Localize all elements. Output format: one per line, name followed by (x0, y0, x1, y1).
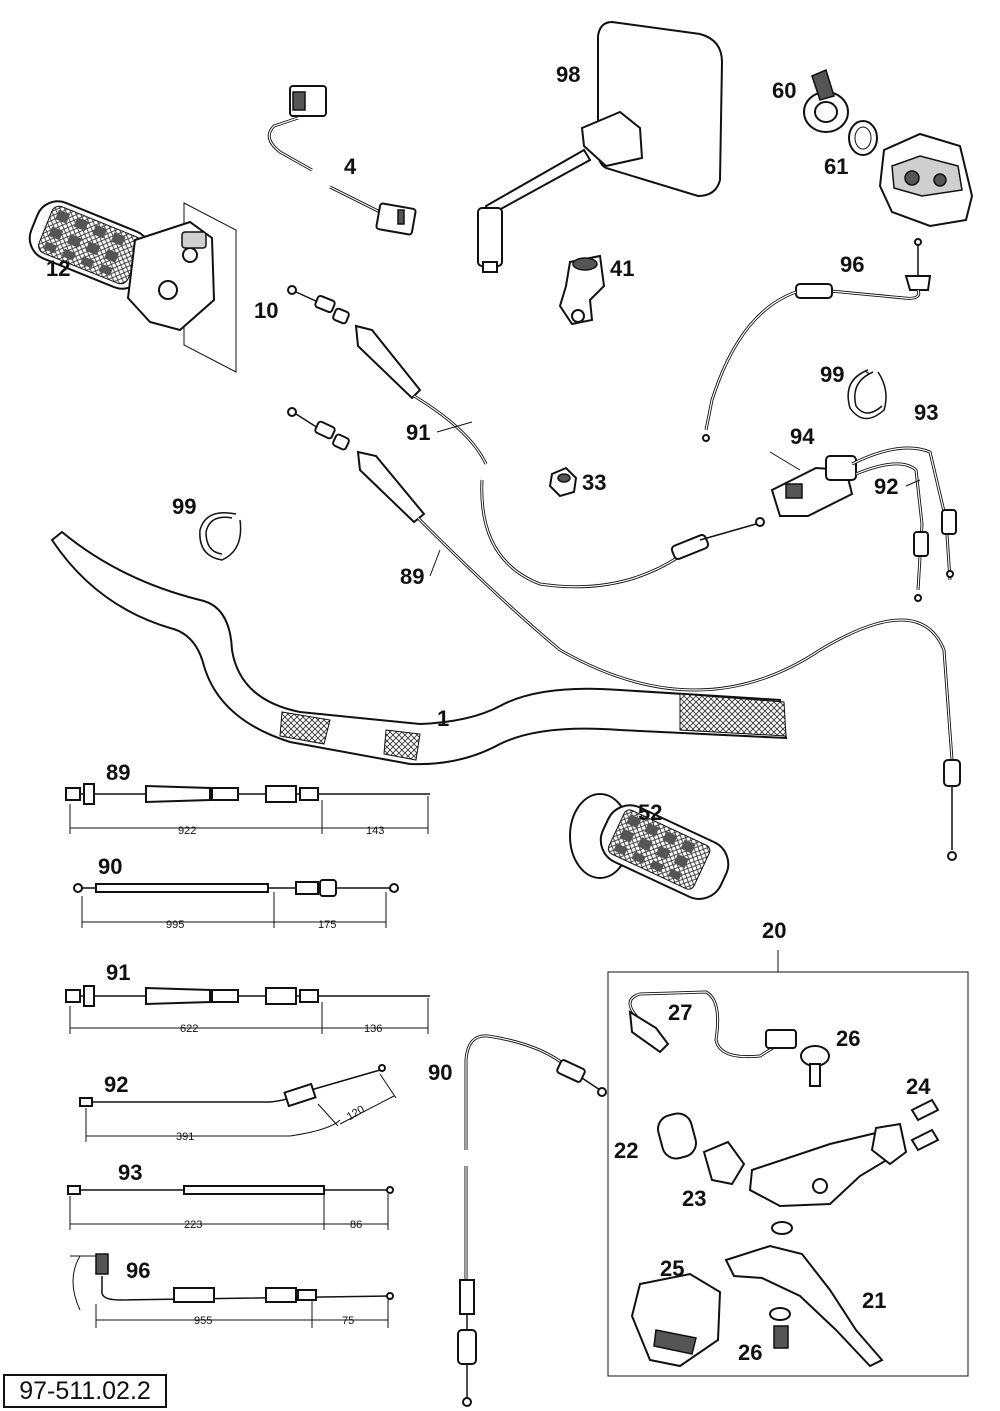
dim-93-a: 223 (184, 1219, 202, 1231)
cable-spec-90 (73, 879, 399, 928)
switch-housing-parts (803, 68, 974, 228)
callout-90-main: 90 (428, 1060, 452, 1085)
callout-1: 1 (437, 706, 449, 731)
clutch-cable-90 (457, 1034, 607, 1407)
callout-96-main: 96 (840, 252, 864, 277)
callout-91-main: 91 (406, 420, 430, 445)
wiring-connector (267, 85, 417, 236)
cable-spec-91 (65, 985, 430, 1034)
dim-90-a: 995 (166, 919, 184, 931)
callout-99-lower: 99 (172, 494, 196, 519)
callout-93-main: 93 (914, 400, 938, 425)
handlebar (50, 530, 788, 766)
dimension-labels: 922 143 995 175 622 136 391 120 223 86 9… (166, 825, 384, 1327)
dim-96-a: 955 (194, 1315, 212, 1327)
callout-25: 25 (660, 1256, 684, 1281)
callout-26-top: 26 (836, 1026, 860, 1051)
callout-90-spec: 90 (98, 854, 122, 879)
callout-60: 60 (772, 78, 796, 103)
cable-spec-92 (79, 1064, 397, 1142)
callout-92-main: 92 (874, 474, 898, 499)
throttle-cable-89 (287, 407, 961, 861)
callout-89-spec: 89 (106, 760, 130, 785)
callout-4: 4 (344, 154, 357, 179)
throttle-grip-assembly (28, 200, 237, 373)
cable-tie-upper (847, 369, 887, 420)
dim-96-b: 75 (342, 1315, 354, 1327)
callout-27: 27 (668, 1000, 692, 1025)
cable-tie-lower (199, 512, 242, 561)
clutch-lever-assembly (607, 950, 969, 1377)
hex-nut (548, 466, 578, 498)
cable-spec-93 (67, 1185, 394, 1230)
callout-24: 24 (906, 1074, 931, 1099)
callout-94: 94 (790, 424, 815, 449)
choke-cable-top (702, 238, 932, 442)
dim-89-b: 143 (366, 825, 384, 837)
callout-23: 23 (682, 1186, 706, 1211)
dim-91-b: 136 (364, 1023, 382, 1035)
left-hand-grip (569, 793, 730, 900)
cable-spec-89 (65, 783, 430, 834)
throttle-cable-91 (287, 285, 765, 589)
callout-96-spec: 96 (126, 1258, 150, 1283)
leader-lines (429, 371, 921, 577)
mirror-clamp (558, 254, 606, 326)
dim-91-a: 622 (180, 1023, 198, 1035)
dim-93-b: 86 (350, 1219, 362, 1231)
cable-spec-96 (70, 1253, 394, 1328)
dim-90-b: 175 (318, 919, 336, 931)
dim-89-a: 922 (178, 825, 196, 837)
rear-mirror (477, 20, 724, 273)
dim-92-a: 391 (176, 1131, 194, 1143)
callout-92-spec: 92 (104, 1072, 128, 1097)
dim-92-b: 120 (345, 1103, 367, 1123)
callout-22: 22 (614, 1138, 638, 1163)
cable-junction (770, 446, 957, 602)
callout-10: 10 (254, 298, 278, 323)
callout-91-spec: 91 (106, 960, 130, 985)
callout-20: 20 (762, 918, 786, 943)
callout-41: 41 (610, 256, 634, 281)
callout-98: 98 (556, 62, 580, 87)
callout-21: 21 (862, 1288, 886, 1313)
callout-52: 52 (638, 800, 662, 825)
callout-99-upper: 99 (820, 362, 844, 387)
callout-26-bottom: 26 (738, 1340, 762, 1365)
callout-33: 33 (582, 470, 606, 495)
callout-labels: 1 4 10 12 20 21 22 23 24 25 26 26 27 33 … (46, 62, 938, 1365)
callout-61: 61 (824, 154, 848, 179)
diagram-code: 97-511.02.2 (3, 1374, 167, 1408)
callout-93-spec: 93 (118, 1160, 142, 1185)
callout-12: 12 (46, 256, 70, 281)
callout-89-main: 89 (400, 564, 424, 589)
